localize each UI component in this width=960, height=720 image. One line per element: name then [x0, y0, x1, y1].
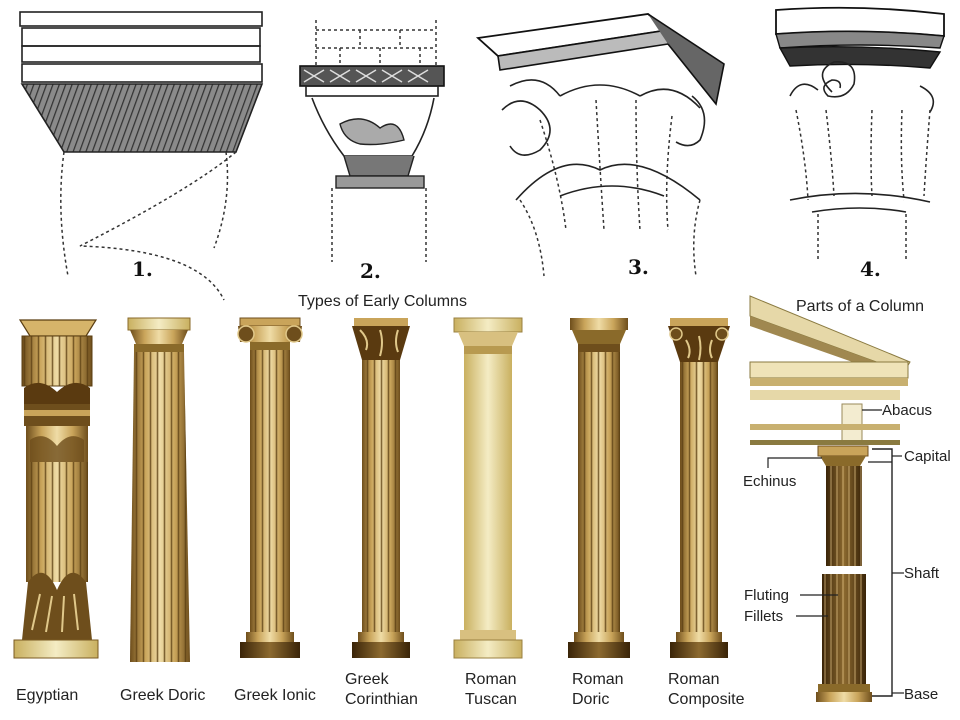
column-greek-corinthian: Greek Corinthian	[345, 318, 418, 708]
part-label-fillets: Fillets	[744, 608, 783, 625]
part-label-capital: Capital	[904, 448, 951, 465]
column-label-greek-corinthian-2: Corinthian	[345, 691, 418, 708]
part-label-echinus: Echinus	[743, 473, 796, 490]
column-egyptian: Egyptian	[13, 319, 99, 704]
column-label-roman-composite-1: Roman	[668, 671, 720, 688]
column-parts-diagram: Abacus Capital Echinus Shaft Fluting Fil…	[743, 295, 951, 703]
column-label-egyptian: Egyptian	[16, 687, 78, 704]
sketch-4: 4.	[775, 6, 945, 281]
sketch-label-4: 4.	[860, 257, 881, 281]
column-roman-composite: Roman Composite	[668, 318, 745, 708]
column-greek-ionic: Greek Ionic	[234, 317, 316, 704]
part-label-abacus: Abacus	[882, 402, 932, 419]
column-roman-doric: Roman Doric	[568, 318, 630, 708]
column-label-roman-tuscan-2: Tuscan	[465, 691, 517, 708]
column-roman-tuscan: Roman Tuscan	[453, 317, 523, 708]
column-label-greek-corinthian-1: Greek	[345, 671, 390, 688]
sketch-label-3: 3.	[628, 255, 649, 279]
column-label-roman-composite-2: Composite	[668, 691, 745, 708]
sketch-2: 2.	[299, 20, 445, 283]
column-parts-title: Parts of a Column	[796, 298, 924, 315]
column-label-roman-tuscan-1: Roman	[465, 671, 517, 688]
part-label-fluting: Fluting	[744, 587, 789, 604]
sketch-3: 3.	[475, 13, 725, 279]
column-label-roman-doric-1: Roman	[572, 671, 624, 688]
part-label-shaft: Shaft	[904, 565, 940, 582]
sketch-1: 1.	[19, 11, 264, 301]
column-greek-doric: Greek Doric	[120, 317, 205, 704]
column-label-roman-doric-2: Doric	[572, 691, 609, 708]
early-columns-title: Types of Early Columns	[298, 293, 467, 310]
sketch-label-2: 2.	[360, 259, 381, 283]
column-label-greek-ionic: Greek Ionic	[234, 687, 316, 704]
sketch-label-1: 1.	[132, 257, 153, 281]
part-label-base: Base	[904, 686, 938, 703]
column-label-greek-doric: Greek Doric	[120, 687, 205, 704]
